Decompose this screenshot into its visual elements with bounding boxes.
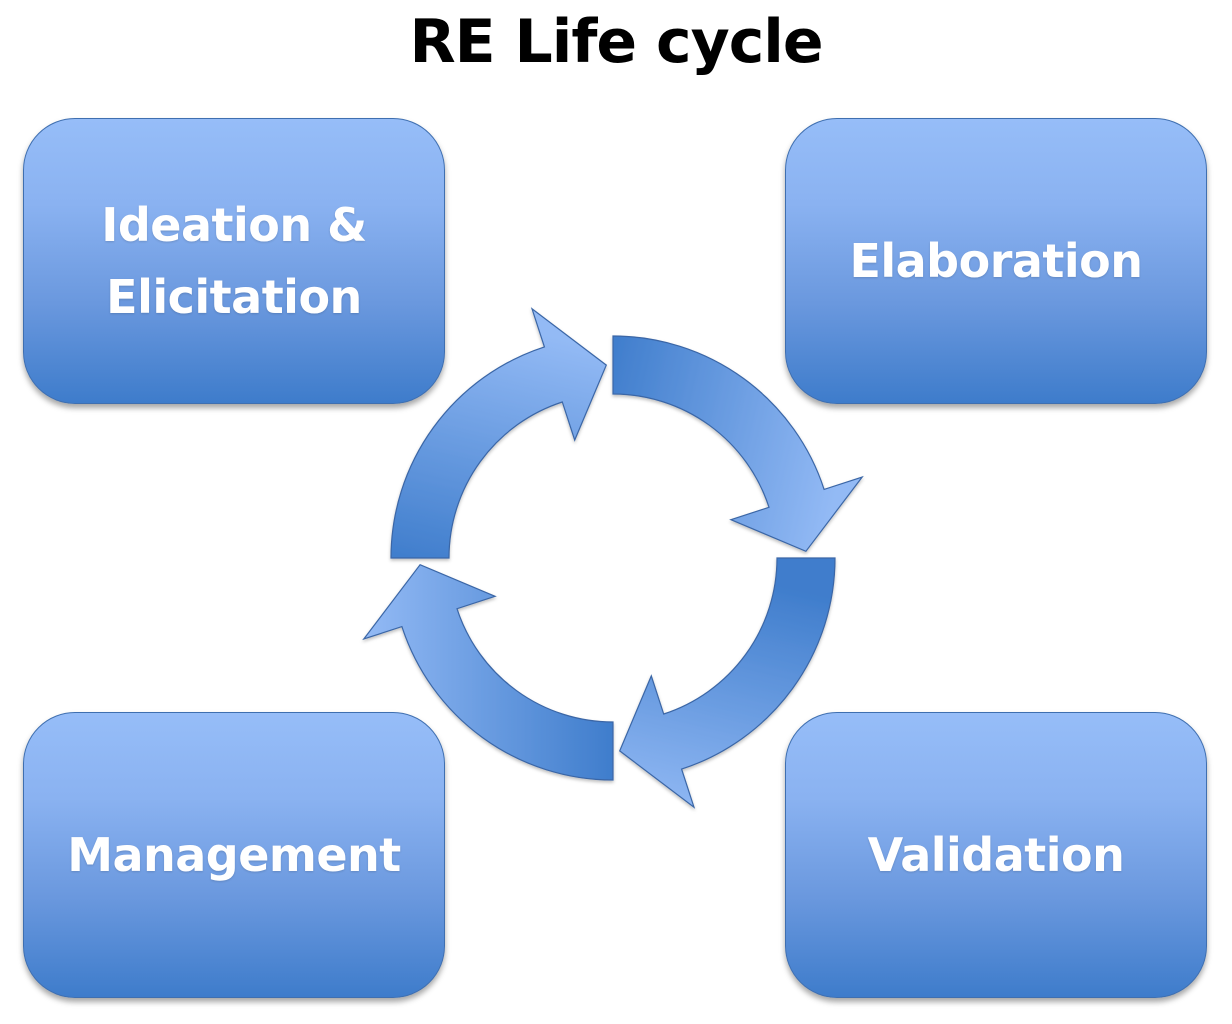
cycle-arrow-top-left [390, 307, 608, 559]
stage-label-line-2: Elicitation [106, 270, 362, 324]
cycle-arrow-bottom-left [362, 563, 614, 781]
stage-label-validation: Validation [867, 828, 1125, 882]
cycle-arrow-top-right [612, 335, 864, 553]
stage-label-management: Management [67, 828, 401, 882]
stage-label-elaboration: Elaboration [849, 234, 1143, 288]
stage-box-validation: Validation [785, 712, 1207, 998]
stage-label-line-1: Ideation & [101, 198, 367, 252]
stage-box-ideation-elicitation: Ideation & Elicitation [23, 118, 445, 404]
diagram-title: RE Life cycle [409, 7, 823, 77]
stage-label-ideation-elicitation: Ideation & Elicitation [101, 189, 367, 333]
cycle-arrow-bottom-right [618, 557, 836, 809]
stage-box-elaboration: Elaboration [785, 118, 1207, 404]
stage-box-management: Management [23, 712, 445, 998]
